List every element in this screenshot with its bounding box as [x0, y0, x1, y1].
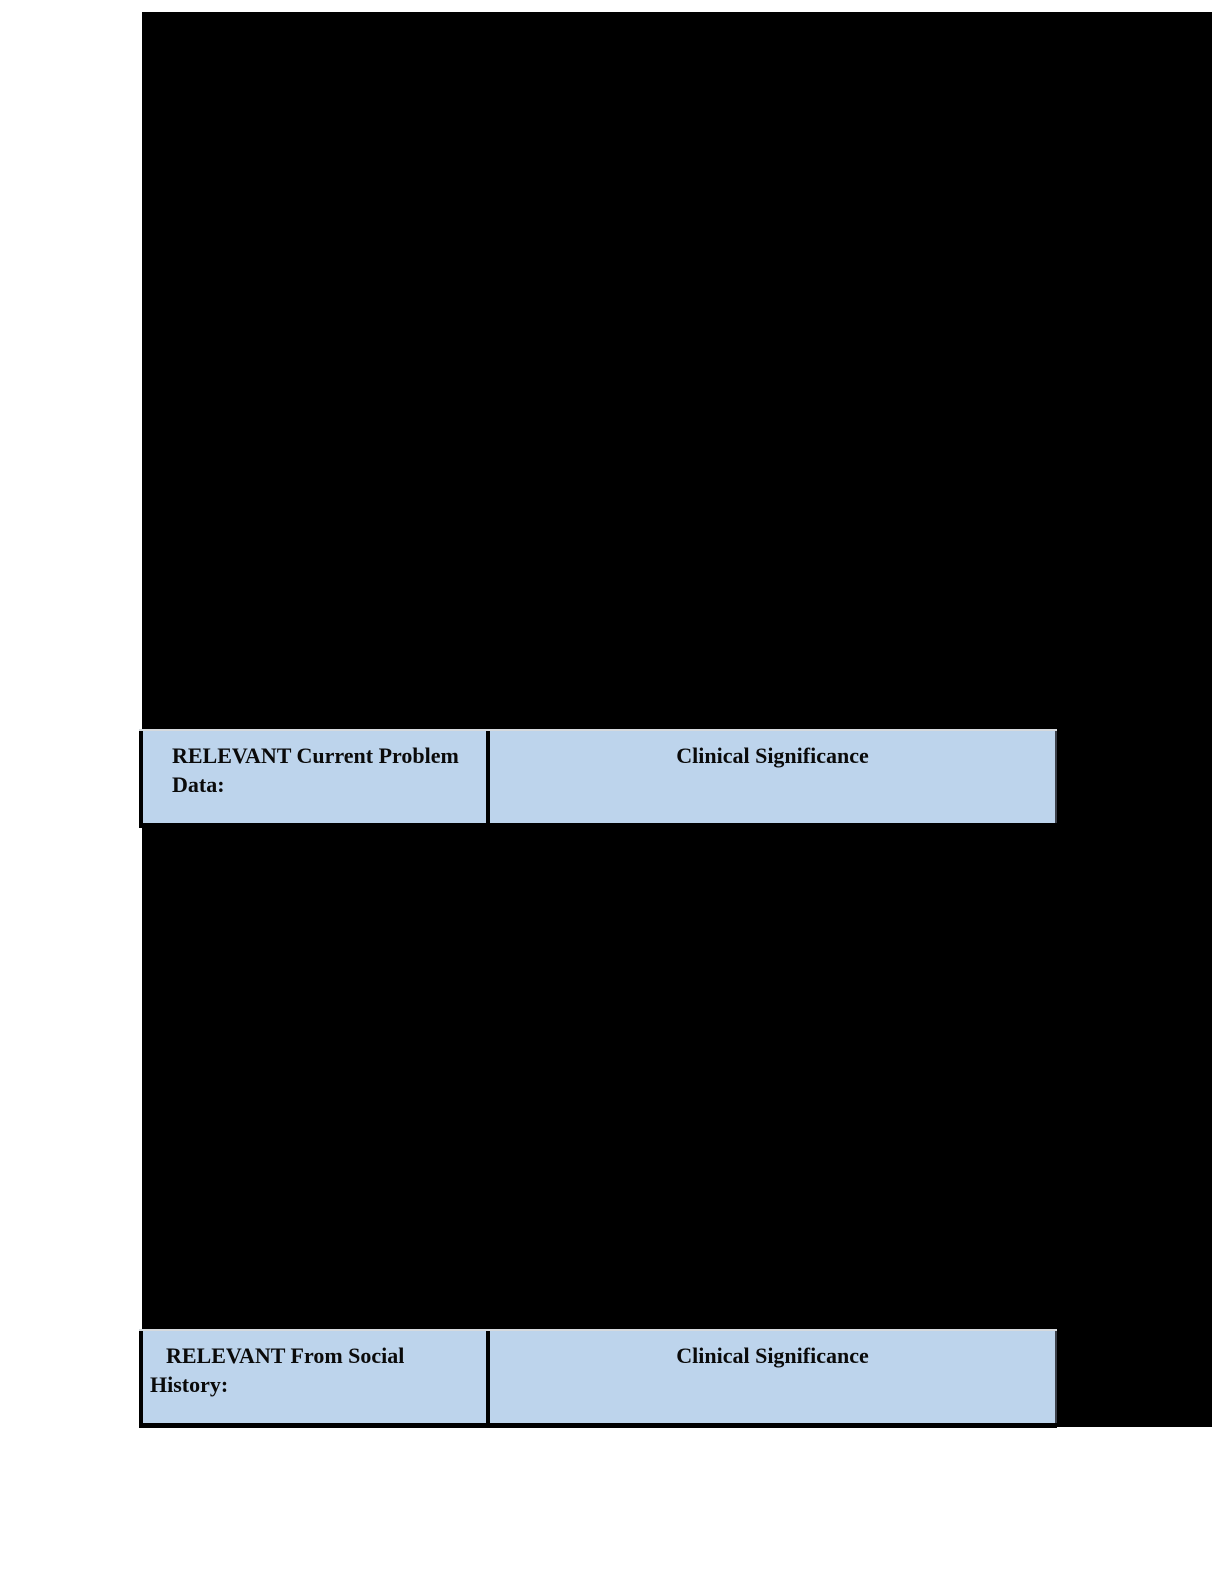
header-text-line: History:	[150, 1372, 229, 1397]
table-grid-line	[139, 729, 1057, 731]
table-left-border	[139, 1331, 143, 1423]
table-column-divider	[486, 1331, 490, 1423]
header-text-line: RELEVANT From Social	[166, 1343, 405, 1368]
header-cell-relevant-current-problem-data: RELEVANT Current Problem Data:	[143, 731, 486, 823]
table-right-border	[1055, 731, 1057, 823]
redacted-content-block	[142, 12, 1212, 1427]
table-row-current-problem-data: RELEVANT Current Problem Data: Clinical …	[139, 729, 1057, 828]
header-text-line: RELEVANT Current Problem	[172, 743, 459, 768]
table-row-from-social-history: RELEVANT From Social History: Clinical S…	[139, 1329, 1057, 1428]
header-text-line: Clinical Significance	[676, 1343, 869, 1368]
table-grid-line	[139, 1329, 1057, 1331]
header-cell-clinical-significance: Clinical Significance	[490, 1331, 1055, 1423]
header-text-line: Data:	[172, 772, 225, 797]
table-left-border	[139, 731, 143, 823]
header-cell-relevant-from-social-history: RELEVANT From Social History:	[143, 1331, 486, 1423]
table-column-divider	[486, 731, 490, 823]
header-text-line: Clinical Significance	[676, 743, 869, 768]
table-right-border	[1055, 1331, 1057, 1423]
header-cell-clinical-significance: Clinical Significance	[490, 731, 1055, 823]
